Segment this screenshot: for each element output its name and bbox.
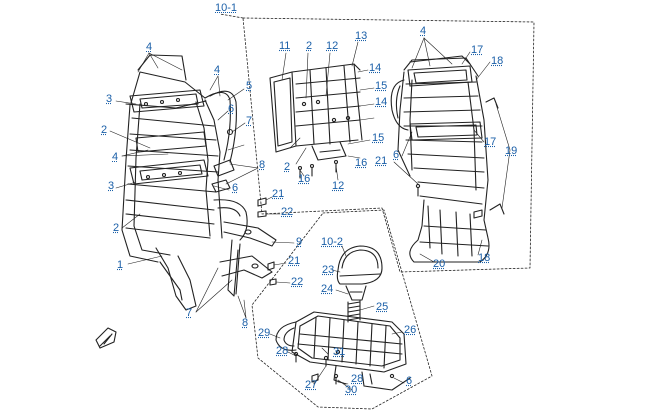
callout-2[interactable]: 2: [113, 222, 120, 234]
callout-15[interactable]: 15: [372, 132, 385, 144]
callout-6[interactable]: 6: [228, 103, 235, 115]
callout-16[interactable]: 16: [298, 173, 311, 185]
group-10-1-boundary: [242, 17, 535, 273]
callout-2[interactable]: 2: [284, 161, 291, 173]
callout-10-1[interactable]: 10-1: [215, 2, 238, 14]
callout-21[interactable]: 21: [272, 188, 285, 200]
callout-28[interactable]: 28: [351, 373, 364, 385]
callout-22[interactable]: 22: [291, 276, 304, 288]
callout-26[interactable]: 26: [404, 324, 417, 336]
callout-6[interactable]: 6: [393, 149, 400, 161]
callout-8[interactable]: 8: [259, 159, 266, 171]
callout-30[interactable]: 30: [345, 384, 358, 396]
callout-4[interactable]: 4: [214, 64, 221, 76]
callout-8[interactable]: 8: [242, 317, 249, 329]
callout-1[interactable]: 1: [117, 259, 124, 271]
left-rack-assembly: [121, 54, 277, 311]
leader-lines: [109, 37, 511, 391]
callout-7[interactable]: 7: [186, 307, 193, 319]
callout-11[interactable]: 11: [279, 40, 291, 52]
callout-27[interactable]: 27: [305, 379, 318, 391]
callout-22[interactable]: 22: [281, 206, 294, 218]
callout-9[interactable]: 9: [296, 236, 303, 248]
vehicle-orientation-icon: [95, 327, 117, 349]
callout-31[interactable]: 31: [333, 346, 346, 358]
callout-17[interactable]: 17: [484, 136, 497, 148]
callout-3[interactable]: 3: [108, 180, 115, 192]
callout-2[interactable]: 2: [101, 124, 108, 136]
callout-29[interactable]: 29: [258, 327, 271, 339]
callout-16[interactable]: 16: [355, 157, 368, 169]
callout-4[interactable]: 4: [112, 151, 119, 163]
callout-3[interactable]: 3: [106, 93, 113, 105]
callout-18[interactable]: 18: [491, 55, 504, 67]
right-rack-assembly: [390, 55, 505, 263]
callout-10-2[interactable]: 10-2: [321, 236, 344, 248]
callout-19[interactable]: 19: [505, 145, 518, 157]
callout-13[interactable]: 13: [355, 30, 368, 42]
callout-21[interactable]: 21: [375, 155, 388, 167]
callout-6[interactable]: 6: [232, 182, 239, 194]
group-10-2-boundary: [251, 209, 433, 410]
callout-7[interactable]: 7: [246, 115, 253, 127]
callout-6[interactable]: 6: [406, 375, 413, 387]
callout-12[interactable]: 12: [332, 180, 345, 192]
callout-15[interactable]: 15: [375, 80, 388, 92]
callout-2[interactable]: 2: [306, 40, 313, 52]
callout-14[interactable]: 14: [375, 96, 388, 108]
callout-20[interactable]: 20: [433, 258, 446, 270]
callout-21[interactable]: 21: [288, 255, 301, 267]
callout-14[interactable]: 14: [369, 62, 382, 74]
callout-17[interactable]: 17: [471, 44, 484, 56]
callout-4[interactable]: 4: [420, 25, 427, 37]
backrest-assembly: [269, 63, 363, 179]
callout-23[interactable]: 23: [322, 264, 335, 276]
callout-25[interactable]: 25: [376, 301, 389, 313]
seat-rack-assembly: [275, 245, 411, 391]
callout-24[interactable]: 24: [321, 283, 334, 295]
callout-28[interactable]: 28: [276, 345, 289, 357]
callout-5[interactable]: 5: [246, 80, 253, 92]
callout-18[interactable]: 18: [478, 252, 491, 264]
callout-4[interactable]: 4: [146, 41, 153, 53]
callout-12[interactable]: 12: [326, 40, 339, 52]
